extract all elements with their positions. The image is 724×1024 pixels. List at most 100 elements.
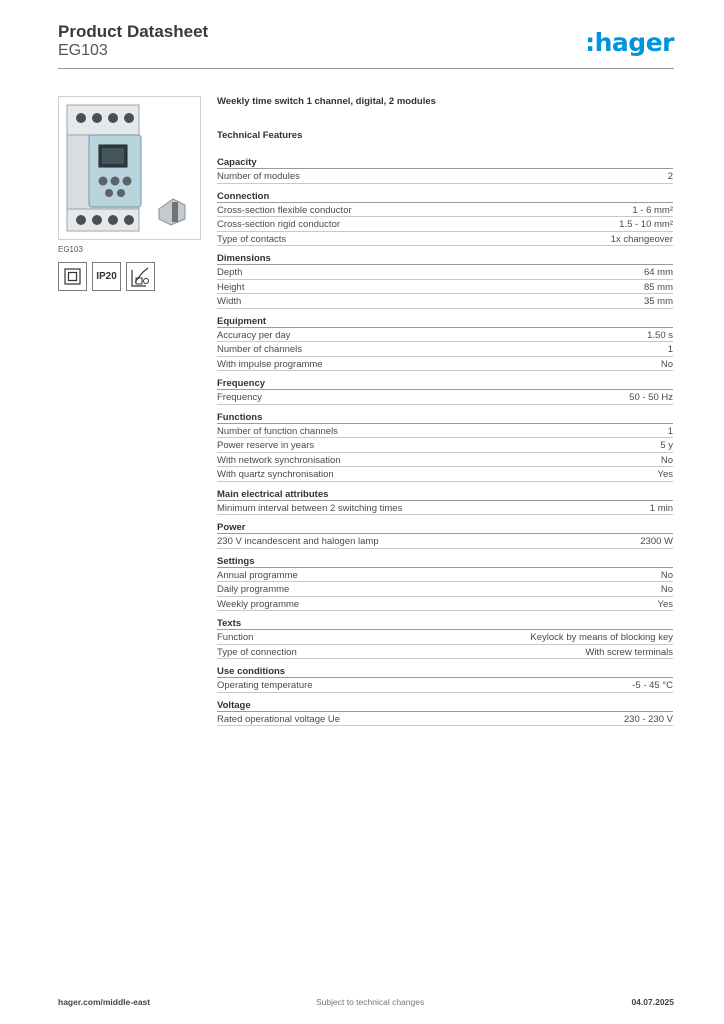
spec-label: Depth	[217, 267, 243, 278]
product-description: Weekly time switch 1 channel, digital, 2…	[217, 96, 436, 107]
spec-row: Annual programme No	[217, 568, 673, 582]
footer-date: 04.07.2025	[631, 997, 674, 1007]
spec-row: Width 35 mm	[217, 294, 673, 309]
spec-row: With network synchronisation No	[217, 453, 673, 467]
spec-row: Accuracy per day 1.50 s	[217, 328, 673, 342]
section-title: Voltage	[217, 700, 673, 712]
spec-row: Depth 64 mm	[217, 265, 673, 280]
section-title: Dimensions	[217, 253, 673, 265]
din-rail-icon	[126, 262, 155, 291]
spec-label: Cross-section rigid conductor	[217, 219, 341, 230]
spec-label: Type of contacts	[217, 233, 287, 245]
spec-value: 85 mm	[643, 281, 673, 293]
spec-row: Cross-section rigid conductor 1.5 - 10 mm…	[217, 217, 673, 232]
spec-value: 1 min	[649, 502, 673, 514]
spec-value: 5 y	[660, 440, 673, 451]
spec-value: -5 - 45 °C	[632, 680, 673, 691]
product-image	[58, 96, 201, 240]
spec-value: 1x changeover	[610, 233, 673, 245]
double-insulation-icon	[58, 262, 87, 291]
footer-website: hager.com/middle-east	[58, 997, 151, 1007]
section-title: Settings	[217, 556, 673, 568]
section-title: Functions	[217, 412, 673, 424]
certification-badges: IP20	[58, 262, 155, 291]
spec-label: Number of function channels	[217, 425, 338, 437]
spec-value: 2300 W	[640, 536, 673, 547]
spec-label: Type of connection	[217, 646, 297, 658]
product-code: EG103	[58, 42, 108, 59]
spec-value: 50 - 50 Hz	[629, 392, 673, 403]
footer-notice: Subject to technical changes	[316, 997, 425, 1007]
spec-value: 1 - 6 mm²	[632, 204, 673, 216]
spec-row: Number of modules 2	[217, 169, 673, 184]
spec-label: Minimum interval between 2 switching tim…	[217, 502, 403, 514]
spec-row: Frequency 50 - 50 Hz	[217, 390, 673, 405]
page-title: Product Datasheet	[58, 22, 209, 41]
section-title: Equipment	[217, 316, 673, 328]
section-title: Connection	[217, 191, 673, 203]
spec-label: Rated operational voltage Ue	[217, 713, 341, 725]
spec-label: With impulse programme	[217, 358, 323, 370]
page-header: Product Datasheet EG103 :hager	[58, 22, 674, 70]
spec-value: 1.50 s	[647, 329, 673, 341]
spec-label: Power reserve in years	[217, 440, 315, 451]
spec-value: No	[660, 454, 673, 466]
spec-value: Keylock by means of blocking key	[530, 632, 673, 643]
section-title: Use conditions	[217, 666, 673, 678]
technical-specs: Weekly time switch 1 channel, digital, 2…	[217, 96, 673, 726]
spec-label: Function	[217, 632, 254, 643]
time-switch-illustration	[66, 104, 186, 232]
spec-row: With impulse programme No	[217, 357, 673, 371]
spec-value: 230 - 230 V	[623, 713, 673, 725]
spec-row: Cross-section flexible conductor 1 - 6 mm…	[217, 203, 673, 217]
spec-value: No	[660, 358, 673, 370]
spec-value: 1	[667, 344, 673, 355]
section-title: Frequency	[217, 378, 673, 390]
spec-row: Function Keylock by means of blocking key	[217, 630, 673, 645]
spec-value: No	[660, 569, 673, 581]
spec-value: 1	[667, 425, 673, 437]
spec-label: With network synchronisation	[217, 454, 341, 466]
spec-row: Power reserve in years 5 y	[217, 438, 673, 453]
spec-label: Accuracy per day	[217, 329, 291, 341]
product-image-caption: EG103	[58, 245, 83, 254]
ip20-badge: IP20	[92, 262, 121, 291]
spec-value: Yes	[657, 469, 674, 480]
spec-row: Number of function channels 1	[217, 424, 673, 438]
spec-value: 2	[667, 171, 673, 182]
section-title: Power	[217, 522, 673, 534]
spec-value: 35 mm	[643, 296, 673, 307]
spec-label: Daily programme	[217, 584, 290, 595]
spec-row: Type of contacts 1x changeover	[217, 232, 673, 246]
spec-value: 1.5 - 10 mm²	[619, 219, 673, 230]
spec-label: Width	[217, 296, 242, 307]
spec-row: Minimum interval between 2 switching tim…	[217, 501, 673, 515]
spec-label: Frequency	[217, 392, 262, 403]
section-title: Main electrical attributes	[217, 489, 673, 501]
spec-label: Operating temperature	[217, 680, 313, 691]
header-divider	[58, 68, 674, 69]
spec-label: Number of modules	[217, 171, 300, 182]
spec-label: Annual programme	[217, 569, 298, 581]
spec-label: Cross-section flexible conductor	[217, 204, 352, 216]
section-title: Capacity	[217, 157, 673, 169]
spec-label: Weekly programme	[217, 598, 300, 610]
technical-features-heading: Technical Features	[217, 130, 303, 141]
spec-value: 64 mm	[643, 267, 673, 278]
